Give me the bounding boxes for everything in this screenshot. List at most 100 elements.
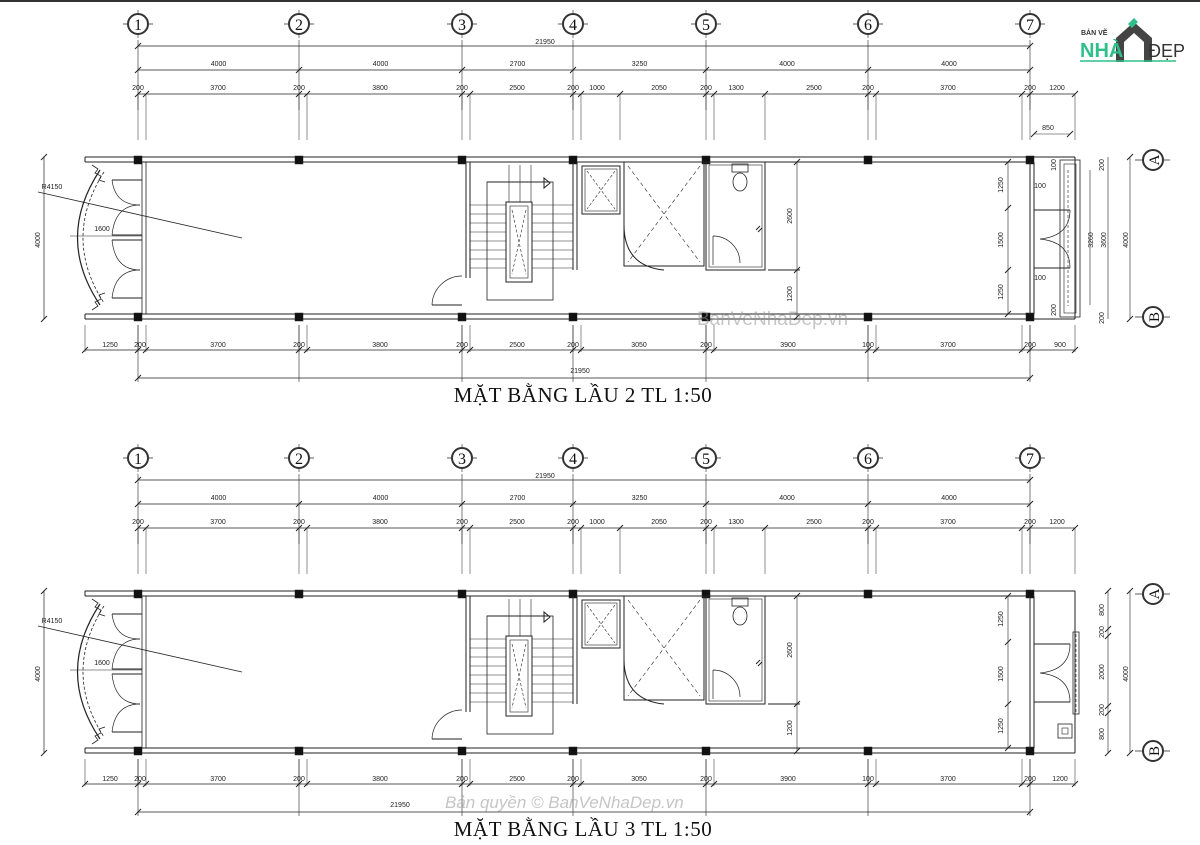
door-swing bbox=[111, 204, 141, 236]
door-swing bbox=[111, 638, 141, 670]
dimension-tick bbox=[1066, 130, 1074, 138]
dim-left-depth: 4000 bbox=[35, 666, 42, 682]
dimension-tick bbox=[1026, 476, 1034, 484]
dim-total-top: 21950 bbox=[535, 473, 555, 480]
dim-corridor: 1200 bbox=[787, 720, 794, 736]
dim-detail-bottom: 3700 bbox=[210, 342, 226, 349]
dim-detail-top: 3700 bbox=[210, 519, 226, 526]
stair-well bbox=[509, 639, 529, 713]
dim-detail-bottom: 3900 bbox=[780, 776, 796, 783]
dimension-tick bbox=[40, 315, 48, 323]
dimension-tick bbox=[1004, 204, 1012, 212]
column bbox=[294, 155, 304, 165]
dimension-tick bbox=[1126, 153, 1134, 161]
dim-bay: 4000 bbox=[941, 495, 957, 502]
grid-label-1: 1 bbox=[134, 17, 142, 34]
column bbox=[133, 312, 143, 322]
dim-corridor: 1200 bbox=[787, 286, 794, 302]
dimension-tick bbox=[1004, 310, 1012, 318]
column bbox=[294, 746, 304, 756]
dimension-tick bbox=[1004, 592, 1012, 600]
grid-bubble bbox=[1019, 13, 1041, 35]
dim-detail-bottom: 200 bbox=[134, 776, 146, 783]
grid-bubble bbox=[695, 13, 717, 35]
elevator-cross bbox=[627, 165, 701, 263]
dimension-tick bbox=[1026, 66, 1034, 74]
dimension-tick bbox=[793, 313, 801, 321]
balcony-detail bbox=[91, 598, 106, 617]
dimension-tick bbox=[40, 587, 48, 595]
dim-right-outer: 100 bbox=[1034, 183, 1046, 190]
column bbox=[133, 155, 143, 165]
dim-detail-bottom: 3700 bbox=[940, 776, 956, 783]
column bbox=[294, 589, 304, 599]
dim-detail-bottom: 200 bbox=[700, 342, 712, 349]
dimension-tick bbox=[793, 700, 801, 708]
grid-bubble bbox=[695, 447, 717, 469]
dim-detail-top: 200 bbox=[567, 85, 579, 92]
dimension-tick bbox=[1104, 702, 1112, 710]
door-swing bbox=[1039, 643, 1071, 703]
dimension-tick bbox=[1104, 632, 1112, 640]
dim-detail-top: 200 bbox=[293, 85, 305, 92]
elevator-box bbox=[623, 161, 705, 267]
dim-detail-top: 200 bbox=[862, 85, 874, 92]
column bbox=[863, 589, 873, 599]
wc-room bbox=[708, 598, 763, 702]
dim-detail-bottom: 200 bbox=[456, 776, 468, 783]
column bbox=[1025, 746, 1035, 756]
column bbox=[568, 312, 578, 322]
door-swing bbox=[111, 703, 141, 733]
dimension-tick bbox=[793, 747, 801, 755]
dimension-tick bbox=[1126, 315, 1134, 323]
stair-arrow bbox=[487, 610, 551, 624]
column bbox=[863, 155, 873, 165]
column bbox=[457, 589, 467, 599]
brand-logo: BẢN VẼ NHÀ ĐẸP bbox=[1076, 14, 1188, 66]
dim-right-outer: 3600 bbox=[1101, 232, 1108, 248]
column bbox=[294, 312, 304, 322]
plan-title-floor-2: MẶT BẰNG LẦU 2 TL 1:50 bbox=[453, 383, 713, 407]
grid-label-6: 6 bbox=[864, 17, 872, 34]
grid-label-6: 6 bbox=[864, 451, 872, 468]
dimension-tick bbox=[1026, 500, 1034, 508]
logo-text-end: ĐẸP bbox=[1148, 41, 1186, 61]
toilet-icon bbox=[732, 606, 748, 626]
dimension-tick bbox=[702, 66, 710, 74]
dimension-tick bbox=[1004, 158, 1012, 166]
dim-radius: R4150 bbox=[42, 184, 63, 191]
logo-text-top: BẢN VẼ bbox=[1081, 30, 1108, 37]
dim-detail-top: 200 bbox=[1024, 519, 1036, 526]
column bbox=[133, 746, 143, 756]
column bbox=[568, 746, 578, 756]
shaft-box bbox=[584, 602, 618, 646]
grid-label-3: 3 bbox=[458, 451, 466, 468]
stair-well-cross bbox=[511, 209, 527, 275]
dimension-tick bbox=[134, 476, 142, 484]
balcony-curve bbox=[82, 171, 105, 304]
dim-right-outer: 4000 bbox=[1123, 666, 1130, 682]
logo-text-main: NHÀ bbox=[1080, 40, 1124, 62]
dim-detail-bottom: 3800 bbox=[372, 342, 388, 349]
dim-right-outer: 200 bbox=[1099, 159, 1106, 171]
dim-right-outer: 200 bbox=[1099, 312, 1106, 324]
dimension-tick bbox=[134, 42, 142, 50]
window-frame bbox=[1072, 631, 1080, 715]
door-swing bbox=[111, 673, 141, 705]
dim-detail-top: 2500 bbox=[509, 519, 525, 526]
grid-label-B: B bbox=[1147, 312, 1163, 322]
dim-detail-bottom: 100 bbox=[862, 342, 874, 349]
dim-right-inner: 1250 bbox=[998, 177, 1005, 193]
dim-right-outer: 200 bbox=[1099, 626, 1106, 638]
dim-detail-top: 200 bbox=[700, 85, 712, 92]
balcony-detail bbox=[91, 164, 106, 183]
dim-detail-top: 1300 bbox=[728, 519, 744, 526]
dim-right-outer: 800 bbox=[1099, 728, 1106, 740]
dimension-tick bbox=[40, 749, 48, 757]
grid-bubble bbox=[857, 13, 879, 35]
balcony-curve bbox=[77, 603, 101, 740]
dim-bay: 4000 bbox=[211, 61, 227, 68]
dim-detail-top: 1200 bbox=[1049, 85, 1065, 92]
balcony-detail bbox=[91, 292, 106, 311]
